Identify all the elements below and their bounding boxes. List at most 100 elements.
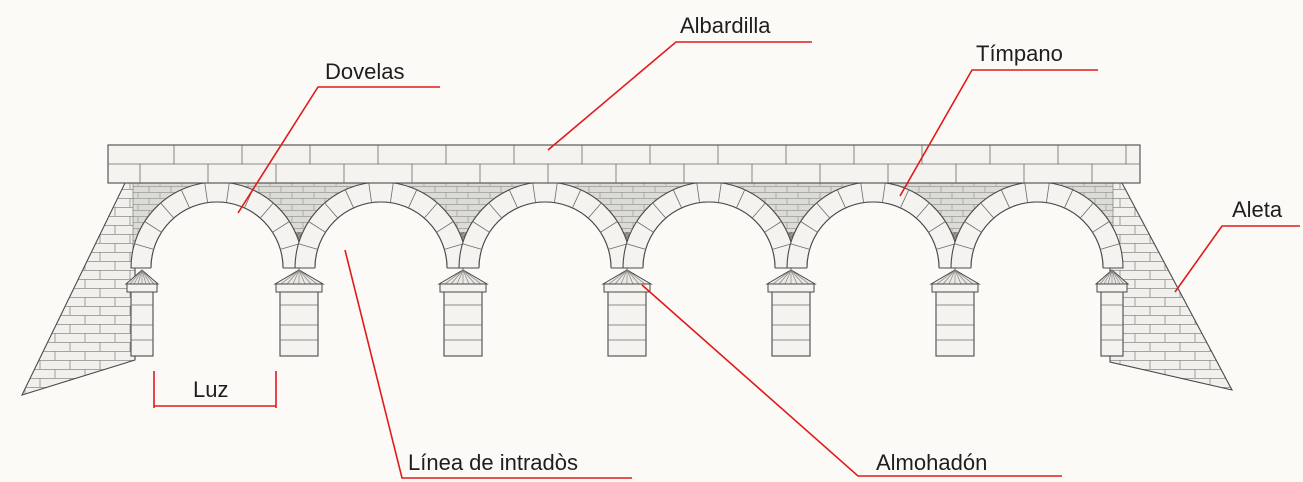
cushion-line [298, 269, 306, 285]
voussoir-joint [772, 243, 792, 250]
voussoir-joint [160, 202, 175, 219]
voussoir-joint [587, 202, 602, 219]
cushion-line [784, 269, 792, 285]
pier [601, 269, 653, 357]
leader-albardilla [547, 41, 812, 151]
label-dovelas: Dovelas [325, 59, 404, 84]
voussoir-joint [736, 189, 746, 209]
voussoir-joint [980, 202, 995, 219]
cushion-line [1103, 269, 1113, 285]
voussoir-joint [764, 221, 782, 233]
leader-almohadon [641, 284, 1062, 477]
arches-group [130, 181, 1124, 366]
voussoir-joint [800, 221, 818, 233]
left-wing-wall [20, 182, 136, 396]
voussoir-joint [1064, 189, 1074, 209]
arch [786, 181, 960, 366]
cushion-line [948, 269, 956, 285]
voussoir-joint [423, 202, 438, 219]
pier-body [1100, 283, 1124, 357]
intrados-line [150, 201, 284, 269]
leader-intrados [344, 249, 632, 479]
coping [107, 144, 1141, 184]
cushion-line [614, 269, 628, 285]
intrados-line [314, 201, 448, 269]
cushion-line [298, 269, 312, 285]
pier-body [607, 283, 647, 357]
voussoir-joint [134, 243, 154, 250]
pier [437, 269, 489, 357]
arch-opening [643, 202, 775, 366]
voussoir-joint [572, 189, 582, 209]
cushion-line [141, 269, 147, 285]
voussoir-joint [936, 243, 956, 250]
voussoir-joint [672, 189, 682, 209]
voussoir-joint [462, 243, 482, 250]
cushion-line [620, 269, 628, 285]
voussoir-joint [696, 182, 701, 203]
arch [622, 181, 796, 366]
arch-opening [479, 202, 611, 366]
voussoir-joint [608, 243, 628, 250]
cushion-line [444, 269, 464, 285]
arch-opening [971, 202, 1103, 366]
luz-dimension [153, 371, 277, 408]
cushion-line [626, 269, 640, 285]
label-almohadon: Almohadón [876, 450, 987, 475]
label-aleta: Aleta [1232, 197, 1283, 222]
voussoir-joint [636, 221, 654, 233]
cushion-line [936, 269, 956, 285]
cushion-line [942, 269, 956, 285]
voussoir-joint [600, 221, 618, 233]
voussoir-joint [1000, 189, 1010, 209]
voussoir-joint [881, 182, 886, 203]
cushion-line [450, 269, 464, 285]
cushion-line [954, 269, 968, 285]
cushion-line [292, 269, 300, 285]
voussoir-joint [225, 182, 230, 203]
voussoir-joint [472, 221, 490, 233]
cushion-line [772, 269, 792, 285]
cushion-line [133, 269, 143, 285]
voussoir-joint [928, 221, 946, 233]
cushion-cap [275, 283, 323, 293]
voussoir-joint [272, 221, 290, 233]
leader-timpano [899, 69, 1098, 197]
intrados-line [806, 201, 940, 269]
voussoir-joint [1092, 221, 1110, 233]
voussoir-joint [308, 221, 326, 233]
voussoir-joint [954, 243, 974, 250]
pier-body [279, 283, 319, 357]
pier-body [443, 283, 483, 357]
voussoir-joint [204, 182, 209, 203]
intrados-line [478, 201, 612, 269]
label-albardilla: Albardilla [680, 13, 771, 38]
voussoir-joint [259, 202, 274, 219]
pier [273, 269, 325, 357]
leader-dovelas [237, 86, 440, 214]
pier [929, 269, 981, 357]
cushion-line [141, 269, 151, 285]
cushion-line [137, 269, 143, 285]
voussoir-joint [389, 182, 394, 203]
arch-opening [315, 202, 447, 366]
voussoir-joint [488, 202, 503, 219]
label-luz: Luz [193, 377, 228, 402]
pier-body [935, 283, 975, 357]
cushion-line [626, 269, 634, 285]
pier [124, 269, 160, 357]
cushion-line [790, 269, 804, 285]
cushion-line [608, 269, 628, 285]
voussoir-joint [915, 202, 930, 219]
voussoir-joint [408, 189, 418, 209]
cushion-line [1111, 269, 1125, 285]
voussoir-joint [280, 243, 300, 250]
cushion-cap [767, 283, 815, 293]
voussoir-joint [444, 243, 464, 250]
cushion-line [462, 269, 470, 285]
intrados-line [642, 201, 776, 269]
voussoir-joint [298, 243, 318, 250]
cushion-line [1111, 269, 1117, 285]
cushion-line [456, 269, 464, 285]
